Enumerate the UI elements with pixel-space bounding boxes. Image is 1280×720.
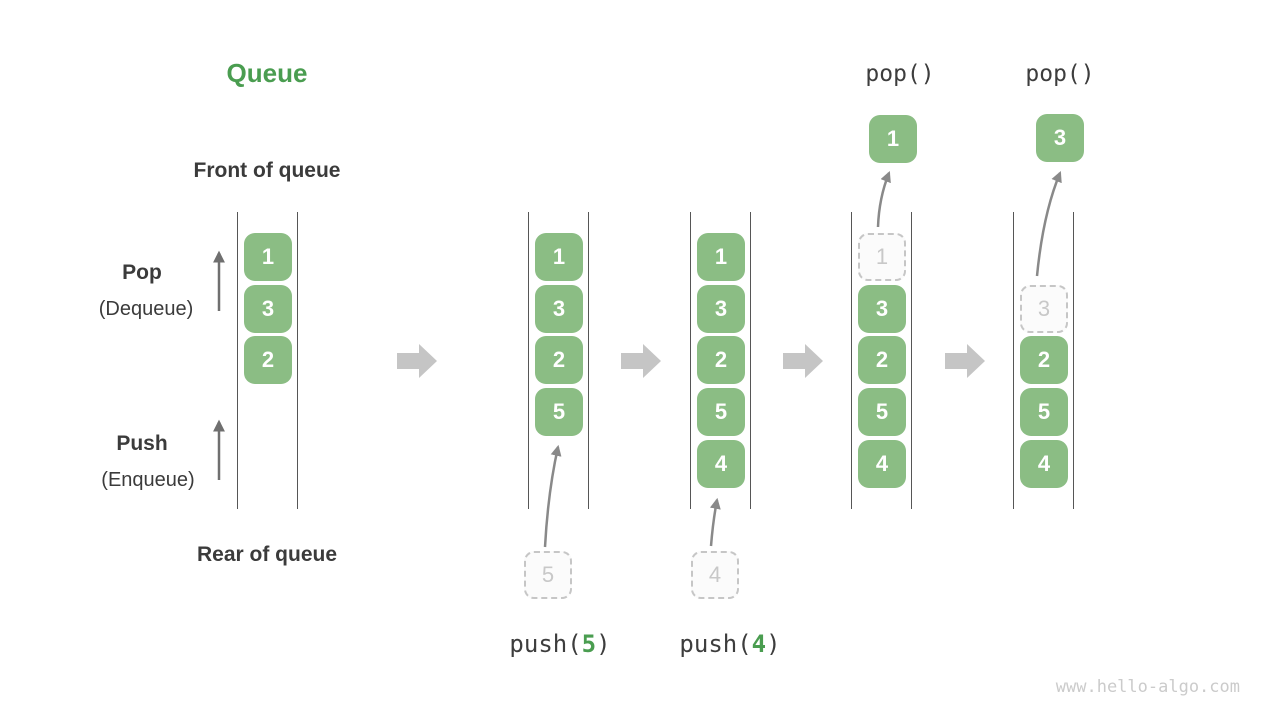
diagram-title: Queue: [226, 58, 308, 88]
pop-call-label-1: pop(): [865, 61, 935, 87]
push-call-suffix: ): [596, 630, 611, 658]
queue-cell: 2: [244, 336, 292, 384]
queue-cell: 2: [697, 336, 745, 384]
popped-element: 1: [869, 115, 917, 163]
queue-cell: 3: [697, 285, 745, 333]
queue-cell: 4: [697, 440, 745, 488]
queue-cell: 3: [244, 285, 292, 333]
push-call-label-1: push(5): [509, 630, 610, 658]
queue-rails-state-2: [528, 212, 589, 509]
queue-cell: 2: [1020, 336, 1068, 384]
queue-cell: 5: [858, 388, 906, 436]
queue-cell: 1: [535, 233, 583, 281]
push-call-suffix: ): [766, 630, 781, 658]
queue-cell: 3: [858, 285, 906, 333]
queue-rails-state-1: [237, 212, 298, 509]
push-call-prefix: push(: [679, 630, 752, 658]
popped-element: 3: [1036, 114, 1084, 162]
rear-of-queue-label: Rear of queue: [196, 543, 338, 566]
push-call-arg: 4: [751, 630, 767, 658]
queue-cell: 1: [697, 233, 745, 281]
queue-rails-state-3: [690, 212, 751, 509]
queue-cell: 2: [858, 336, 906, 384]
queue-cell: 1: [244, 233, 292, 281]
pop-label: Pop: [122, 261, 162, 284]
queue-cell: 5: [535, 388, 583, 436]
dequeue-label: (Dequeue): [98, 298, 194, 320]
watermark: www.hello-algo.com: [1055, 677, 1240, 697]
queue-cell: 1: [858, 233, 906, 281]
queue-cell: 5: [1020, 388, 1068, 436]
push-call-prefix: push(: [509, 630, 582, 658]
queue-cell: 4: [1020, 440, 1068, 488]
push-call-arg: 5: [581, 630, 597, 658]
front-of-queue-label: Front of queue: [193, 159, 341, 182]
queue-rails-state-5: [1013, 212, 1074, 509]
queue-cell: 2: [535, 336, 583, 384]
incoming-element: 5: [524, 551, 572, 599]
incoming-element: 4: [691, 551, 739, 599]
queue-cell: 3: [1020, 285, 1068, 333]
pop-call-label-2: pop(): [1025, 61, 1095, 87]
enqueue-label: (Enqueue): [101, 469, 195, 491]
queue-rails-state-4: [851, 212, 912, 509]
queue-cell: 3: [535, 285, 583, 333]
push-label: Push: [116, 432, 168, 455]
queue-cell: 5: [697, 388, 745, 436]
push-call-label-2: push(4): [679, 630, 780, 658]
queue-cell: 4: [858, 440, 906, 488]
